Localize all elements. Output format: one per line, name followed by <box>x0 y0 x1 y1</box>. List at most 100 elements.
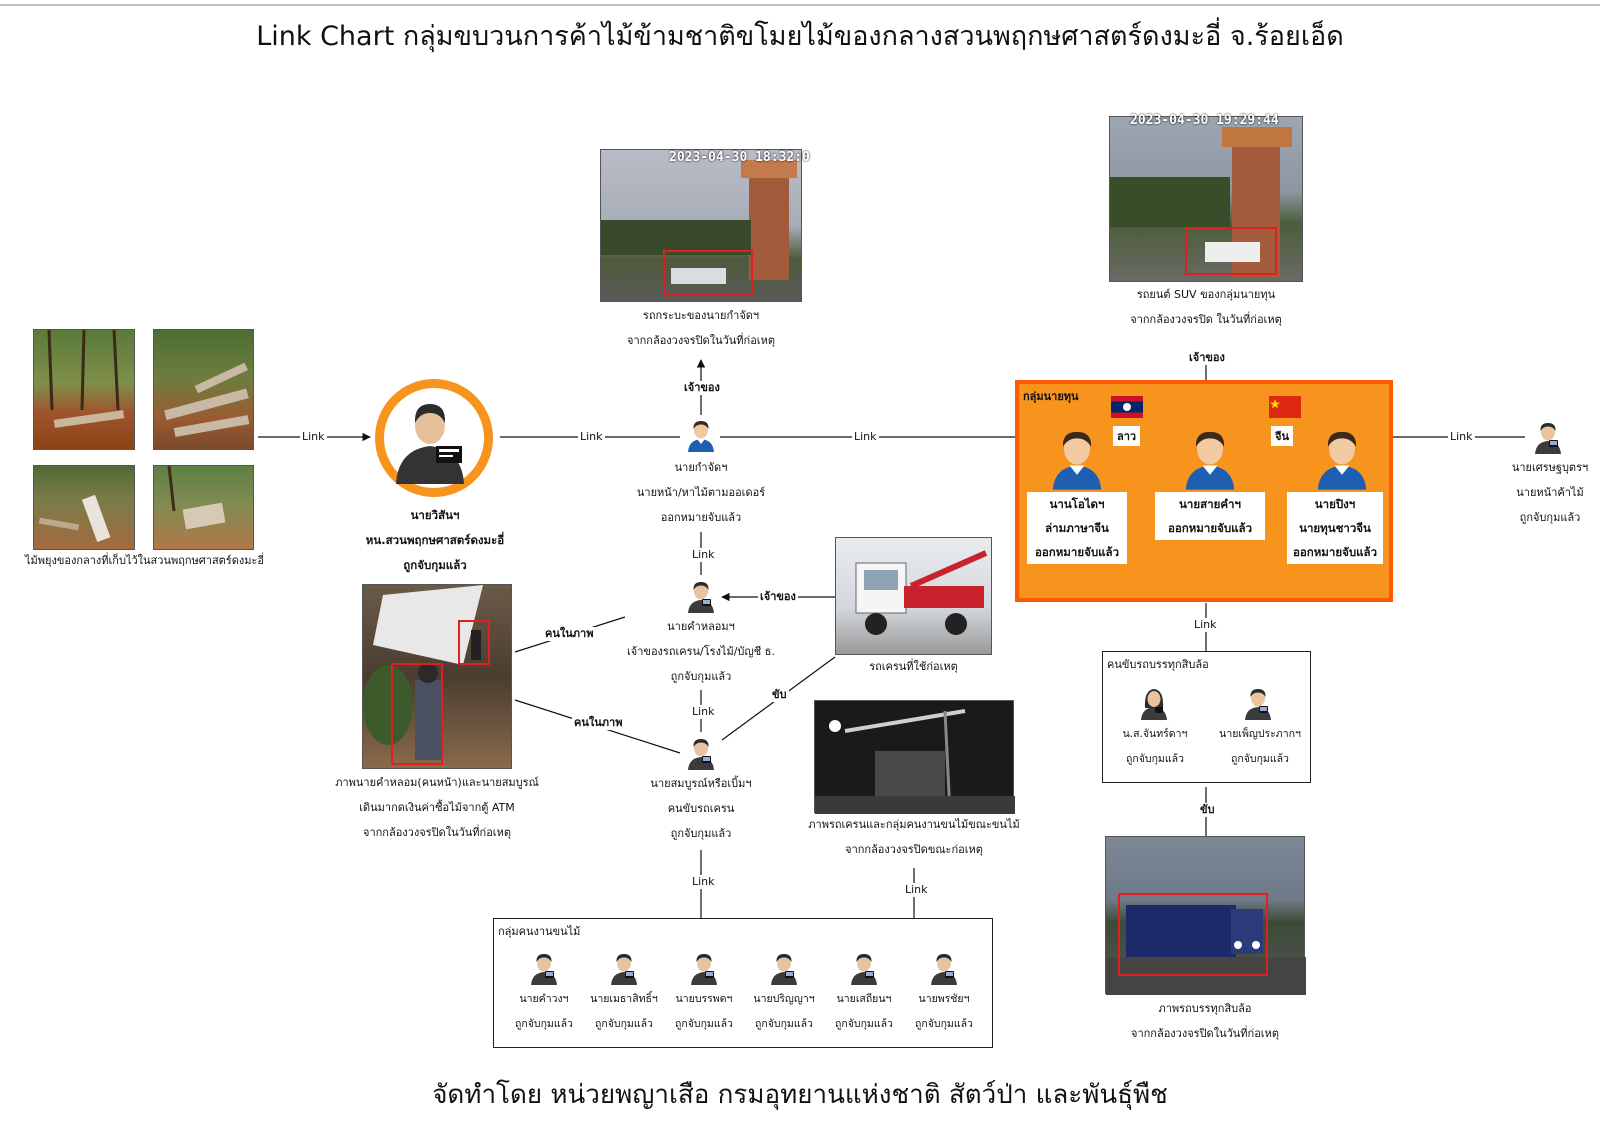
phone-person-icon <box>686 736 716 770</box>
workers-group[interactable]: กลุ่มคนงานขนไม้ นายคำวงฯถูกจับกุมแล้วนาย… <box>493 918 993 1048</box>
caption-line: นายคำหลอมฯ <box>667 620 735 633</box>
group-title: กลุ่มคนงานขนไม้ <box>498 925 581 938</box>
caption-line: ถูกจับกุมแล้ว <box>1126 753 1184 765</box>
caption-line: ถูกจับกุมแล้ว <box>1231 753 1289 765</box>
page-title: Link Chart กลุ่มขบวนการค้าไม้ข้ามชาติขโม… <box>256 21 1344 52</box>
caption-line: นายพรชัยฯ <box>918 993 970 1005</box>
worker-member: นายคำวงฯถูกจับกุมแล้ว <box>504 987 584 1037</box>
broker-caption: นายเศรษฐบุตรฯ นายหน้าค้าไม้ ถูกจับกุมแล้… <box>1500 455 1600 530</box>
phone-person-icon <box>609 951 639 985</box>
person-icon <box>686 418 716 452</box>
night-caption: ภาพรถเครนและกลุ่มคนงานขนไม้ขณะขนไม้ จากก… <box>800 812 1028 862</box>
kamjad-caption: นายกำจัดฯ นายหน้า/หาไม้ตามออเดอร์ ออกหมา… <box>610 455 792 530</box>
link-label: Link <box>1192 618 1219 632</box>
caption-line: จากกล้องวงจรปิดในวันที่ก่อเหตุ <box>1131 1027 1279 1040</box>
group-title: คนขับรถบรรทุกสิบล้อ <box>1107 658 1209 671</box>
capital-group[interactable]: กลุ่มนายทุน ลาว จีน นานโอไดฯ ล่ามภาษาจีน… <box>1015 380 1393 602</box>
caption-line: นายปริญญาฯ <box>753 993 815 1005</box>
crane-truck-photo <box>835 537 992 655</box>
caption-line: น.ส.จันทร์ดาฯ <box>1122 728 1188 740</box>
caption-line: จากกล้องวงจรปิดในวันที่ก่อเหตุ <box>363 826 511 839</box>
caption-line: จากกล้องวงจรปิดขณะก่อเหตุ <box>845 843 983 856</box>
caption-line: ออกหมายจับแล้ว <box>1034 545 1120 559</box>
atm-caption: ภาพนายคำหลอม(คนหน้า)และนายสมบูรณ์ เดินมา… <box>322 770 552 845</box>
truck-drivers-group[interactable]: คนขับรถบรรทุกสิบล้อ น.ส.จันทร์ดาฯ ถูกจับ… <box>1102 651 1311 783</box>
caption-line: ถูกจับกุมแล้ว <box>515 1018 573 1030</box>
capital-member: นายปิงฯ นายทุนชาวจีน ออกหมายจับแล้ว <box>1287 492 1383 564</box>
caption-line: นายทุนชาวจีน <box>1299 521 1371 535</box>
caption-line: เจ้าของรถเครน/โรงไม้/บัญชี ธ. <box>627 645 775 658</box>
caption-line: ถูกจับกุมแล้ว <box>755 1018 813 1030</box>
drive-label: ขับ <box>1198 803 1217 817</box>
caption-line: ถูกจับกุมแล้ว <box>670 827 732 840</box>
caption-line: นายเพ็ญประภากฯ <box>1219 728 1301 740</box>
link-label: Link <box>690 875 717 889</box>
laos-flag-icon <box>1111 396 1143 418</box>
caption-line: ภาพรถบรรทุกสิบล้อ <box>1158 1002 1252 1015</box>
drive-label: ขับ <box>770 688 789 702</box>
atm-cctv-photo <box>362 584 512 769</box>
caption-line: นายเสถียนฯ <box>836 993 892 1005</box>
caption-line: ถูกจับกุมแล้ว <box>403 558 467 572</box>
owner-label: เจ้าของ <box>758 590 798 604</box>
suv-caption: รถยนต์ SUV ของกลุ่มนายทุน จากกล้องวงจรปิ… <box>1100 282 1312 332</box>
caption-line: นายสมบูรณ์หรือเบิ้มฯ <box>650 777 752 790</box>
timber-photo <box>33 329 135 450</box>
caption-line: ออกหมายจับแล้ว <box>660 511 742 524</box>
phone-person-icon <box>849 951 879 985</box>
caption-line: นายเมธาสิทธิ์ฯ <box>590 993 658 1005</box>
footer-credit: จัดทำโดย หน่วยพญาเสือ กรมอุทยานแห่งชาติ … <box>432 1080 1168 1110</box>
link-label: Link <box>690 548 717 562</box>
phone-person-icon <box>1243 686 1273 720</box>
timber-photo <box>33 465 135 550</box>
caption-line: ออกหมายจับแล้ว <box>1167 521 1253 535</box>
suspect1-node[interactable] <box>375 379 493 497</box>
phone-person-icon <box>529 951 559 985</box>
caption-line: ถูกจับกุมแล้ว <box>915 1018 973 1030</box>
top-rule <box>0 4 1600 6</box>
caption-line: นายบรรพตฯ <box>675 993 733 1005</box>
worker-member: นายปริญญาฯถูกจับกุมแล้ว <box>744 987 824 1037</box>
evidence-highlight <box>663 250 753 295</box>
evidence-highlight <box>1185 227 1277 275</box>
caption-line: ภาพรถเครนและกลุ่มคนงานขนไม้ขณะขนไม้ <box>808 818 1020 831</box>
caption-line: เดินมากดเงินค่าซื้อไม้จากตู้ ATM <box>359 801 515 814</box>
in-photo-label: คนในภาพ <box>543 627 596 641</box>
phone-person-icon <box>689 951 719 985</box>
caption-line: ออกหมายจับแล้ว <box>1292 545 1378 559</box>
capital-member: นายสายคำฯ ออกหมายจับแล้ว <box>1155 492 1265 540</box>
crane-caption: รถเครนที่ใช้ก่อเหตุ <box>820 654 1007 679</box>
driver-member: นายเพ็ญประภากฯ ถูกจับกุมแล้ว <box>1213 722 1307 772</box>
timber-caption: ไม้พยุงของกลางที่เก็บไว้ในสวนพฤกษศาสตร์ด… <box>12 548 277 573</box>
caption-line: รถยนต์ SUV ของกลุ่มนายทุน <box>1136 288 1276 301</box>
caption-line: นายวิสันฯ <box>410 508 460 522</box>
china-label: จีน <box>1271 426 1293 446</box>
driver-member: น.ส.จันทร์ดาฯ ถูกจับกุมแล้ว <box>1115 722 1195 772</box>
person-icon <box>1182 426 1238 490</box>
phone-person-icon <box>929 951 959 985</box>
suspect1-caption: นายวิสันฯ หน.สวนพฤกษศาสตร์ดงมะอี่ ถูกจับ… <box>340 503 530 578</box>
worker-member: นายเมธาสิทธิ์ฯถูกจับกุมแล้ว <box>584 987 664 1037</box>
worker-member: นายพรชัยฯถูกจับกุมแล้ว <box>904 987 984 1037</box>
laos-label: ลาว <box>1113 426 1141 446</box>
link-label: Link <box>1448 430 1475 444</box>
caption-line: ล่ามภาษาจีน <box>1045 521 1109 535</box>
caption-line: นายสายคำฯ <box>1179 497 1241 511</box>
caption-line: นายกำจัดฯ <box>674 461 728 474</box>
truck-caption: ภาพรถบรรทุกสิบล้อ จากกล้องวงจรปิดในวันที… <box>1095 996 1315 1046</box>
timber-photo <box>153 329 254 450</box>
caption-line: รถกระบะของนายกำจัดฯ <box>642 309 760 322</box>
caption-line: ถูกจับกุมแล้ว <box>835 1018 893 1030</box>
cctv-timestamp: 2023-04-30 18:32:0 <box>669 150 810 165</box>
evidence-highlight <box>1118 893 1268 976</box>
caption-line: นายหน้าค้าไม้ <box>1516 486 1584 499</box>
person-icon <box>1049 426 1105 490</box>
caption-line: รถเครนที่ใช้ก่อเหตุ <box>869 660 958 673</box>
phone-person-icon <box>686 579 716 613</box>
evidence-highlight <box>391 663 443 765</box>
night-cctv-photo <box>814 700 1015 815</box>
link-label: Link <box>903 883 930 897</box>
phone-person-icon <box>769 951 799 985</box>
link-label: Link <box>852 430 879 444</box>
caption-line: ถูกจับกุมแล้ว <box>670 670 732 683</box>
